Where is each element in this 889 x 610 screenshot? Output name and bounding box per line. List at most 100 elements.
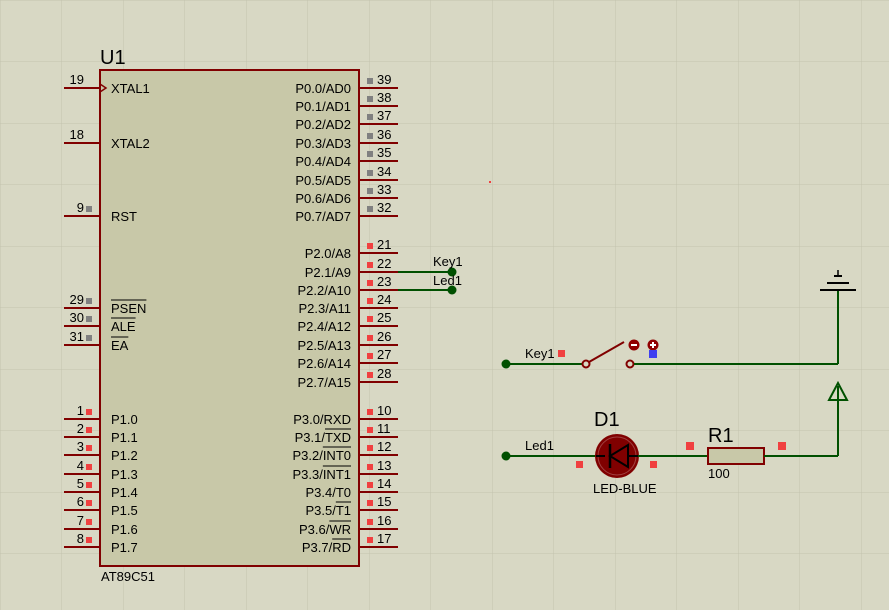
chip-pin-5[interactable]: 5P1.4 — [64, 476, 138, 500]
pin-state-marker — [86, 335, 92, 341]
chip-body[interactable] — [99, 69, 360, 567]
switch-lever[interactable] — [588, 341, 625, 363]
power-terminal[interactable] — [827, 380, 849, 401]
pin-name: P0.7/AD7 — [295, 209, 351, 224]
junction-led1 — [447, 285, 457, 295]
chip-pin-2[interactable]: 2P1.1 — [64, 421, 138, 445]
pin-state-marker — [367, 151, 373, 157]
pin-state-marker — [86, 482, 92, 488]
pin-number: 1 — [77, 403, 84, 418]
pin-state-marker — [367, 280, 373, 286]
pin-name: P2.7/A15 — [298, 375, 352, 390]
chip-part: AT89C51 — [101, 569, 155, 584]
pin-number: 39 — [377, 72, 391, 87]
chip-pin-3[interactable]: 3P1.2 — [64, 439, 138, 463]
chip-pin-1[interactable]: 1P1.0 — [64, 403, 138, 427]
led-ref: D1 — [594, 409, 620, 431]
chip-pin-7[interactable]: 7P1.6 — [64, 513, 138, 537]
pin-name: P1.6 — [111, 522, 138, 537]
pin-state-marker — [367, 464, 373, 470]
net-label-key1-chip: Key1 — [433, 254, 463, 269]
pin-number: 19 — [70, 72, 84, 87]
pin-number: 37 — [377, 108, 391, 123]
pin-number: 13 — [377, 458, 391, 473]
chip-pin-8[interactable]: 8P1.7 — [64, 531, 138, 555]
key-switch-circuit[interactable]: Key1 — [501, 339, 839, 369]
pin-name: P3.1/TXD — [295, 430, 351, 445]
pin-number: 25 — [377, 310, 391, 325]
pin-state-marker — [367, 316, 373, 322]
switch-actuator-inc[interactable] — [647, 339, 659, 351]
pin-state-marker — [367, 170, 373, 176]
pin-number: 7 — [77, 513, 84, 528]
pin-name: P0.4/AD4 — [295, 154, 351, 169]
pin-name: XTAL2 — [111, 136, 150, 151]
pin-name: P0.1/AD1 — [295, 99, 351, 114]
resistor-ref: R1 — [708, 425, 734, 447]
net-label-key1: Key1 — [525, 346, 555, 361]
chip-pin-4[interactable]: 4P1.3 — [64, 458, 138, 482]
switch-actuator-dec[interactable] — [628, 339, 640, 351]
pin-number: 10 — [377, 403, 391, 418]
pin-name: P2.5/A13 — [298, 338, 352, 353]
led-circuit[interactable]: Led1 D1 LED-BLUE R1 100 — [501, 400, 839, 496]
pin-state-marker — [367, 500, 373, 506]
pin-name: P3.5/T1 — [305, 503, 351, 518]
pin-number: 38 — [377, 90, 391, 105]
led-d1-symbol[interactable] — [595, 434, 639, 478]
pin-name: P1.7 — [111, 540, 138, 555]
pin-state-marker — [367, 78, 373, 84]
pin-state-marker — [86, 298, 92, 304]
switch-probe-marker — [649, 350, 657, 358]
led-value: LED-BLUE — [593, 481, 657, 496]
pin-state-marker — [367, 537, 373, 543]
microcontroller-u1[interactable]: U1 AT89C51 19XTAL118XTAL29RST29PSEN30ALE… — [64, 47, 398, 584]
pin-name: ALE — [111, 319, 136, 334]
pin-state-marker — [367, 188, 373, 194]
resistor-r1-body[interactable] — [707, 447, 765, 465]
switch-pin-1-marker — [558, 350, 565, 357]
pin-number: 5 — [77, 476, 84, 491]
pin-state-marker — [86, 519, 92, 525]
pin-number: 35 — [377, 145, 391, 160]
pin-number: 28 — [377, 366, 391, 381]
ground-symbol[interactable] — [820, 270, 856, 364]
pin-name: P3.2/INT0 — [292, 448, 351, 463]
chip-pin-6[interactable]: 6P1.5 — [64, 494, 138, 518]
pin-number: 14 — [377, 476, 391, 491]
pin-name: P3.0/RXD — [293, 412, 351, 427]
pin-name: P1.3 — [111, 467, 138, 482]
pin-state-marker — [367, 96, 373, 102]
